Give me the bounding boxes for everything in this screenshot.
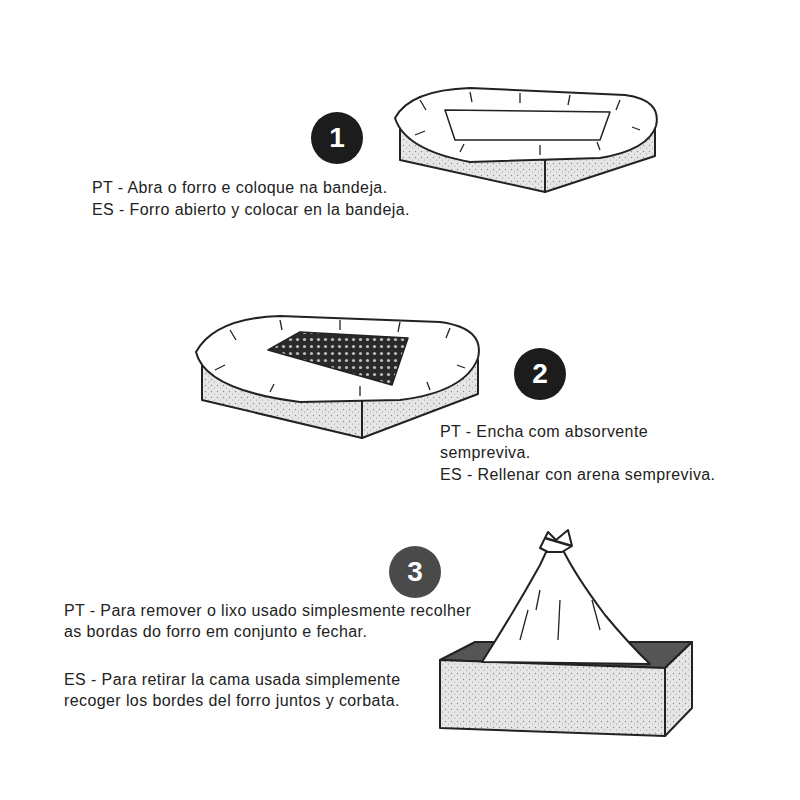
step-number: 3: [407, 558, 423, 586]
instruction-text: ES - Rellenar con arena sempreviva.: [440, 464, 715, 485]
instruction-text: ES - Para retirar la cama usada simpleme…: [64, 669, 436, 711]
tray-with-tied-bag: [440, 530, 692, 736]
step-number-circle: 3: [389, 546, 441, 598]
instruction-text: PT - Abra o forro e coloque na bandeja.: [92, 177, 388, 198]
step-number: 2: [532, 360, 548, 388]
step-number-circle: 1: [311, 112, 363, 164]
instruction-text: PT - Para remover o lixo usado simplesme…: [64, 600, 479, 642]
tray-with-litter: [196, 316, 479, 438]
instruction-text: ES - Forro abierto y colocar en la bande…: [92, 199, 410, 220]
instruction-text: PT - Encha com absorvente sempreviva.: [440, 421, 725, 463]
tray-with-liner: [395, 88, 657, 192]
step-number-circle: 2: [514, 348, 566, 400]
step-number: 1: [329, 124, 345, 152]
